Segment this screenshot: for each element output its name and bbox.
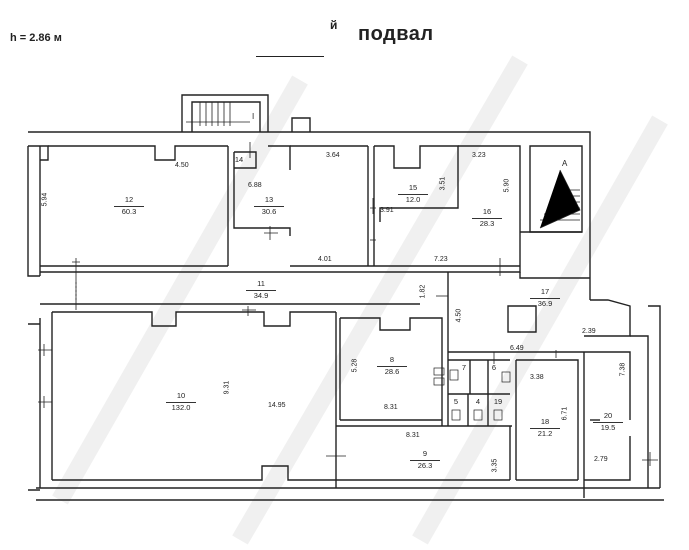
dimension-label: 1.82: [419, 284, 427, 299]
walls: [27, 94, 664, 501]
room-number: 16: [482, 207, 492, 216]
dimension-label: 3.91: [380, 207, 394, 214]
room-17[interactable]: [450, 280, 588, 350]
dimension-label: 5.90: [503, 178, 511, 193]
dimension-label: 6.71: [561, 406, 569, 421]
ceiling-height-label: h = 2.86 м: [10, 32, 62, 44]
watermark-pattern: [52, 55, 668, 545]
room-number: 20: [603, 411, 613, 420]
dimension-label: 3.38: [530, 374, 544, 381]
dimension-label: 7.23: [434, 256, 448, 263]
room-area: 12.0: [398, 194, 428, 204]
dimension-label: 4.01: [318, 256, 332, 263]
room-19-number[interactable]: 19: [493, 397, 503, 406]
room-number: 12: [124, 195, 134, 204]
stair-hatching: [186, 102, 581, 229]
dimension-label: 6.88: [248, 182, 262, 189]
dimension-label: 8.31: [384, 404, 398, 411]
dimension-label: 3.23: [472, 152, 486, 159]
room-area: 19.5: [593, 422, 623, 432]
dimension-label: 2.79: [594, 456, 608, 463]
room-16[interactable]: [460, 148, 518, 264]
room-number: 9: [422, 449, 428, 458]
room-area: 132.0: [166, 402, 196, 412]
room-area: 36.9: [530, 298, 560, 308]
room-number: 15: [408, 183, 418, 192]
room-number: 17: [540, 287, 550, 296]
room-11[interactable]: [42, 274, 446, 302]
room-6-number[interactable]: 6: [491, 363, 497, 372]
stair-marker-right: A: [562, 159, 568, 168]
dimension-label: 14.95: [268, 402, 286, 409]
dimension-label: 3.35: [491, 458, 499, 473]
dimension-label: 4.50: [455, 308, 463, 323]
stair-marker-left: I: [252, 112, 255, 121]
room-area: 60.3: [114, 206, 144, 216]
dimension-label: 3.64: [326, 152, 340, 159]
dimension-label: 3.51: [439, 176, 447, 191]
room-number: 11: [257, 279, 265, 288]
dimension-label: 5.94: [41, 192, 49, 207]
dimension-label: 9.31: [223, 380, 231, 395]
dimension-label: 2.39: [582, 328, 596, 335]
room-area: 21.2: [530, 428, 560, 438]
room-area: 30.6: [254, 206, 284, 216]
dimension-label: 5.28: [351, 358, 359, 373]
floor-title: подвал: [358, 23, 434, 45]
room-5-number[interactable]: 5: [453, 397, 459, 406]
room-4-number[interactable]: 4: [475, 397, 481, 406]
room-number: 8: [389, 355, 395, 364]
dimension-label: 6.49: [510, 345, 524, 352]
room-7-number[interactable]: 7: [461, 363, 467, 372]
floor-index-mark: й: [330, 18, 338, 32]
room-area: 34.9: [246, 290, 276, 300]
room-area: 28.3: [472, 218, 502, 228]
room-14-number[interactable]: 14: [234, 155, 244, 164]
room-number: 13: [264, 195, 274, 204]
room-number: 18: [540, 417, 550, 426]
title-underline: [256, 56, 324, 57]
door-marks: [38, 142, 658, 466]
dimension-label: 8.31: [406, 432, 420, 439]
room-area: 28.6: [377, 366, 407, 376]
room-number: 10: [176, 391, 186, 400]
dimension-label: 4.50: [175, 162, 189, 169]
room-area: 26.3: [410, 460, 440, 470]
dimension-label: 7.38: [619, 362, 627, 377]
sanitary-fixtures: [433, 367, 511, 421]
